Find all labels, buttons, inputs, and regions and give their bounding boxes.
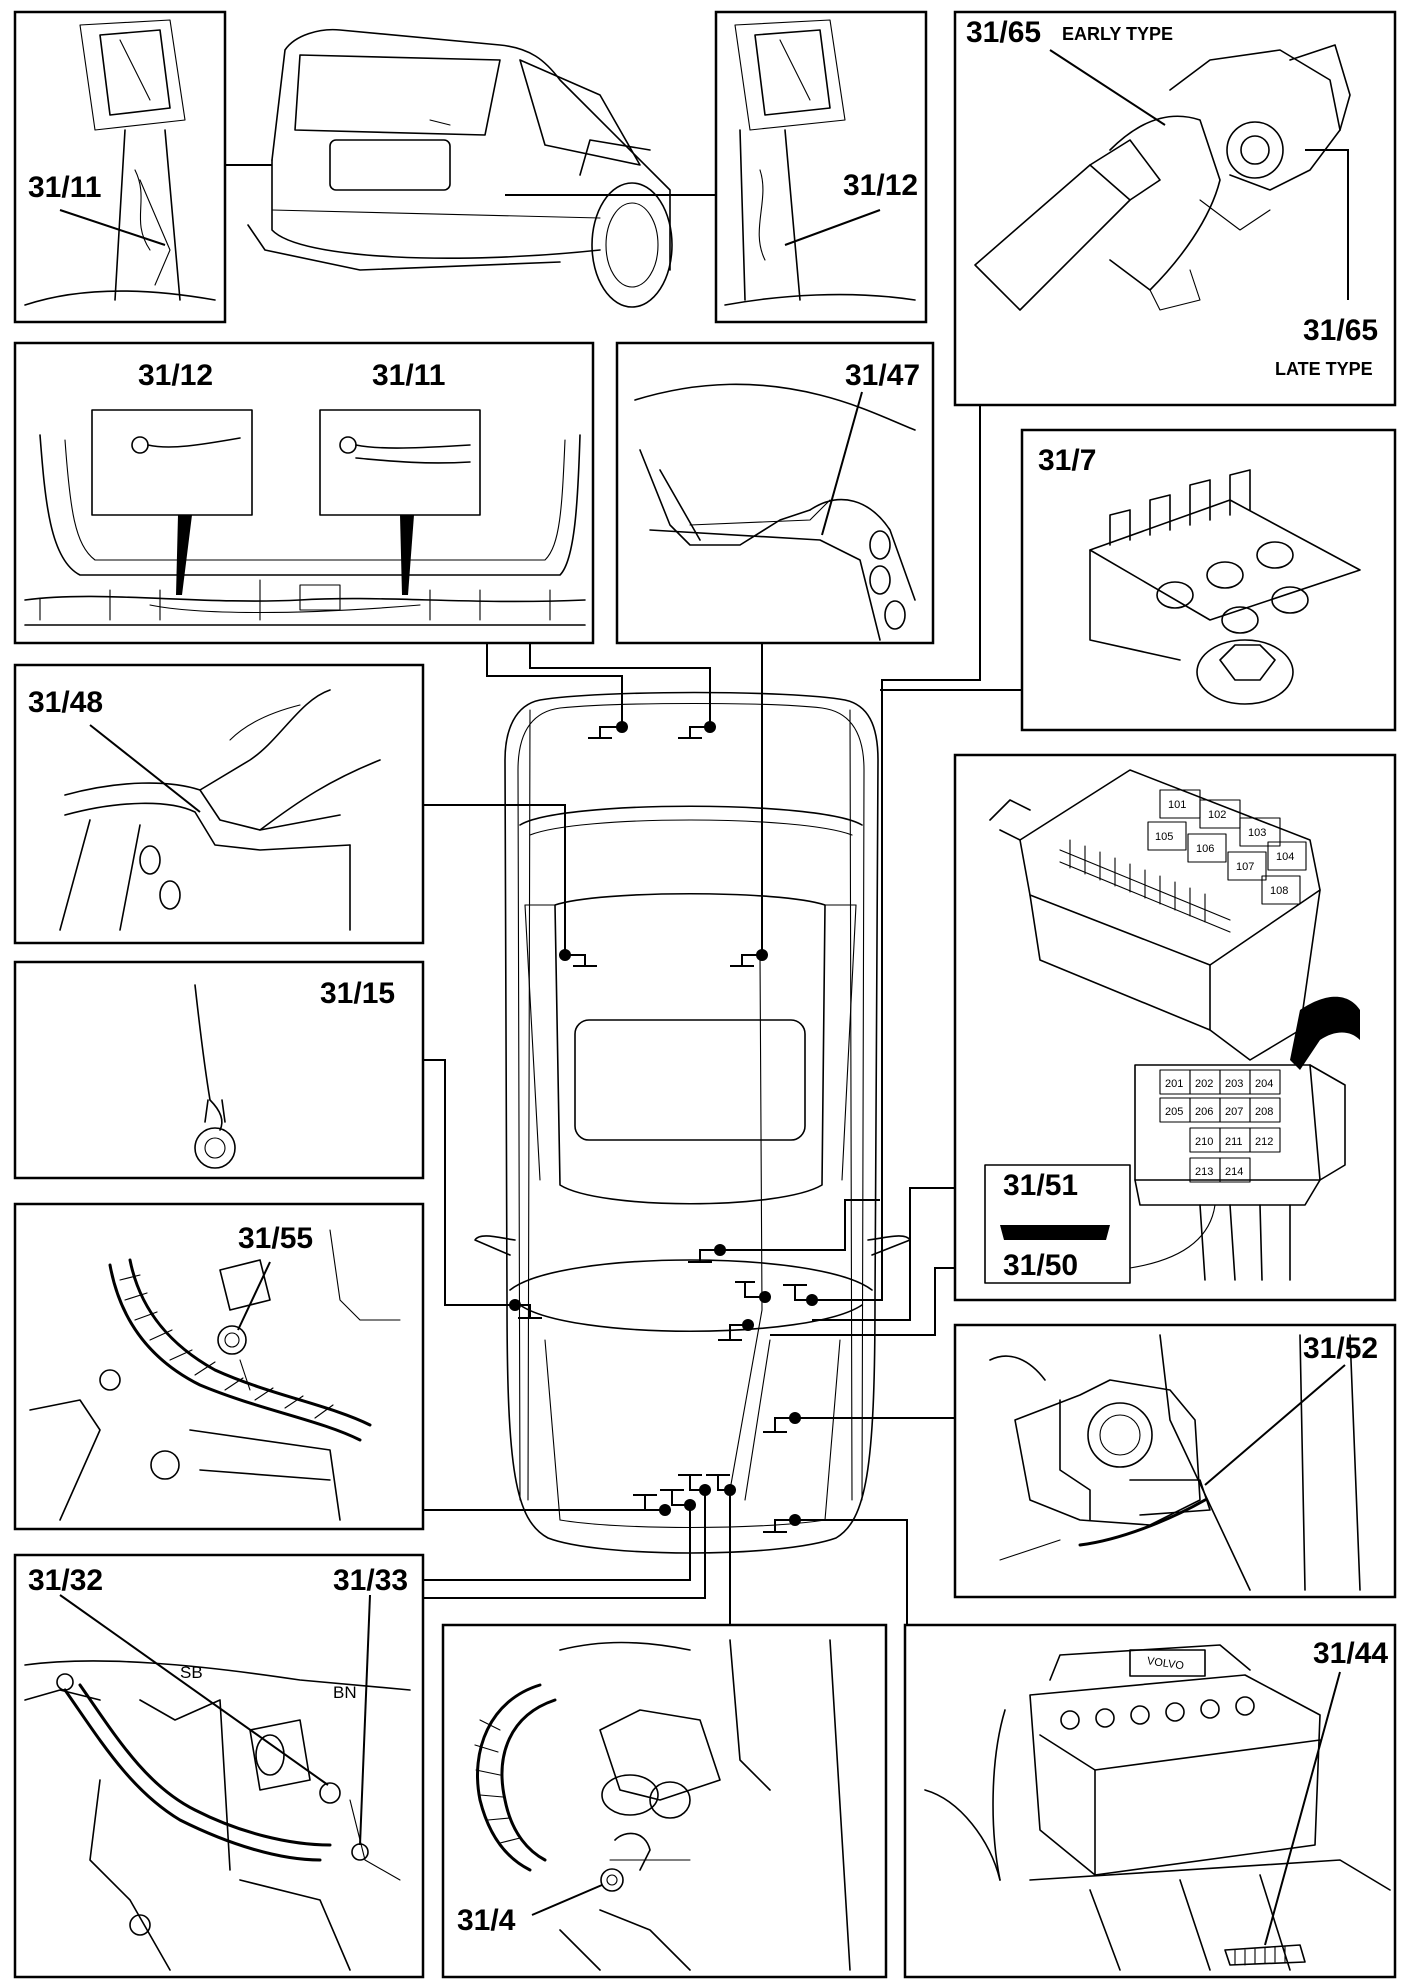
ground-symbol xyxy=(763,1412,801,1433)
label-31-4: 31/4 xyxy=(457,1904,516,1937)
fuse-label: 207 xyxy=(1225,1106,1243,1118)
label-31-48: 31/48 xyxy=(28,686,103,719)
label-31-7: 31/7 xyxy=(1038,444,1096,477)
fuse-label: 104 xyxy=(1276,851,1294,863)
panel-31-47-rear-wheelarch xyxy=(615,341,935,645)
connector-lines xyxy=(225,164,1022,1630)
fuse-label: 208 xyxy=(1255,1106,1273,1118)
wire-code-sb: SB xyxy=(180,1663,203,1682)
label-31-32: 31/32 xyxy=(28,1564,103,1597)
ground-symbol xyxy=(718,1319,754,1341)
label-31-15: 31/15 xyxy=(320,977,395,1010)
fuse-label: 103 xyxy=(1248,827,1266,839)
panel-31-48-rear-body xyxy=(13,663,425,945)
panel-31-15-cable-terminal xyxy=(13,960,425,1180)
ground-symbol xyxy=(735,1281,771,1303)
fuse-label: 202 xyxy=(1195,1078,1213,1090)
ground-symbol xyxy=(706,1474,736,1496)
fuse-label: 203 xyxy=(1225,1078,1243,1090)
label-31-12-tailgate: 31/12 xyxy=(138,359,213,392)
label-31-12-right: 31/12 xyxy=(843,169,918,202)
label-31-65-early: 31/65 xyxy=(966,16,1041,49)
fuse-label: 105 xyxy=(1155,831,1173,843)
ground-symbol xyxy=(633,1494,671,1516)
label-31-50: 31/50 xyxy=(1003,1249,1078,1282)
label-late-type: LATE TYPE xyxy=(1275,359,1373,379)
ground-symbol xyxy=(660,1489,696,1511)
labels: 31/11 31/12 31/65 EARLY TYPE 31/65 LATE … xyxy=(28,16,1388,1937)
fuse-numbers-upper: 101 102 103 104 105 106 107 108 xyxy=(1155,799,1294,897)
panel-31-11-left-pillar xyxy=(13,10,227,324)
panel-31-32-31-33-engine-bay xyxy=(13,1553,425,1979)
fuse-label: 201 xyxy=(1165,1078,1183,1090)
ground-symbol xyxy=(763,1514,801,1533)
rear-car-view xyxy=(247,28,673,308)
battery-brand: VOLVO xyxy=(1146,1655,1185,1672)
fuse-label: 107 xyxy=(1236,861,1254,873)
label-early-type: EARLY TYPE xyxy=(1062,24,1173,44)
ground-symbol xyxy=(783,1284,818,1306)
ground-symbol xyxy=(678,721,716,739)
panel-31-12-31-11-tailgate xyxy=(13,341,595,645)
label-31-65-late: 31/65 xyxy=(1303,314,1378,347)
fuse-label: 106 xyxy=(1196,843,1214,855)
ground-symbols xyxy=(509,721,880,1533)
panel-31-65-column-switch xyxy=(953,10,1397,407)
ground-symbol xyxy=(678,1474,711,1496)
fuse-label: 212 xyxy=(1255,1136,1273,1148)
fuse-label: 210 xyxy=(1195,1136,1213,1148)
label-31-11-left: 31/11 xyxy=(28,171,101,204)
ground-symbol xyxy=(688,1199,880,1263)
label-31-33: 31/33 xyxy=(333,1564,408,1597)
fuse-label: 205 xyxy=(1165,1106,1183,1118)
ground-symbol xyxy=(559,949,597,967)
label-leaders xyxy=(59,49,1349,1946)
fuse-label: 206 xyxy=(1195,1106,1213,1118)
label-31-44: 31/44 xyxy=(1313,1637,1388,1670)
fuse-label: 102 xyxy=(1208,809,1226,821)
wire-code-bn: BN xyxy=(333,1683,357,1702)
panel-31-51-31-50-relay-box xyxy=(953,753,1397,1302)
label-31-47: 31/47 xyxy=(845,359,920,392)
ground-symbol xyxy=(730,949,768,967)
car-top-view xyxy=(474,691,911,1554)
panel-31-4-gearbox xyxy=(441,1623,888,1979)
label-31-11-tailgate: 31/11 xyxy=(372,359,445,392)
panel-31-12-right-pillar xyxy=(714,10,928,324)
fuse-label: 204 xyxy=(1255,1078,1273,1090)
fuse-label: 213 xyxy=(1195,1166,1213,1178)
label-31-51: 31/51 xyxy=(1003,1169,1078,1202)
label-31-52: 31/52 xyxy=(1303,1332,1378,1365)
panel-31-55-engine-ground xyxy=(13,1202,425,1531)
fuse-label: 108 xyxy=(1270,885,1288,897)
fuse-grid-lower xyxy=(1159,1069,1281,1183)
ground-symbol xyxy=(509,1299,542,1319)
panel-31-44-battery xyxy=(903,1623,1397,1979)
panel-31-52-wheelhouse xyxy=(953,1323,1397,1599)
fuse-label: 214 xyxy=(1225,1166,1243,1178)
panel-31-7-bracket xyxy=(1020,428,1397,732)
label-31-55: 31/55 xyxy=(238,1222,313,1255)
fuse-label: 211 xyxy=(1225,1136,1243,1148)
ground-symbol xyxy=(588,721,628,739)
fuse-label: 101 xyxy=(1168,799,1186,811)
fuse-numbers-lower: 201 202 203 204 205 206 207 208 210 211 … xyxy=(1165,1078,1273,1178)
